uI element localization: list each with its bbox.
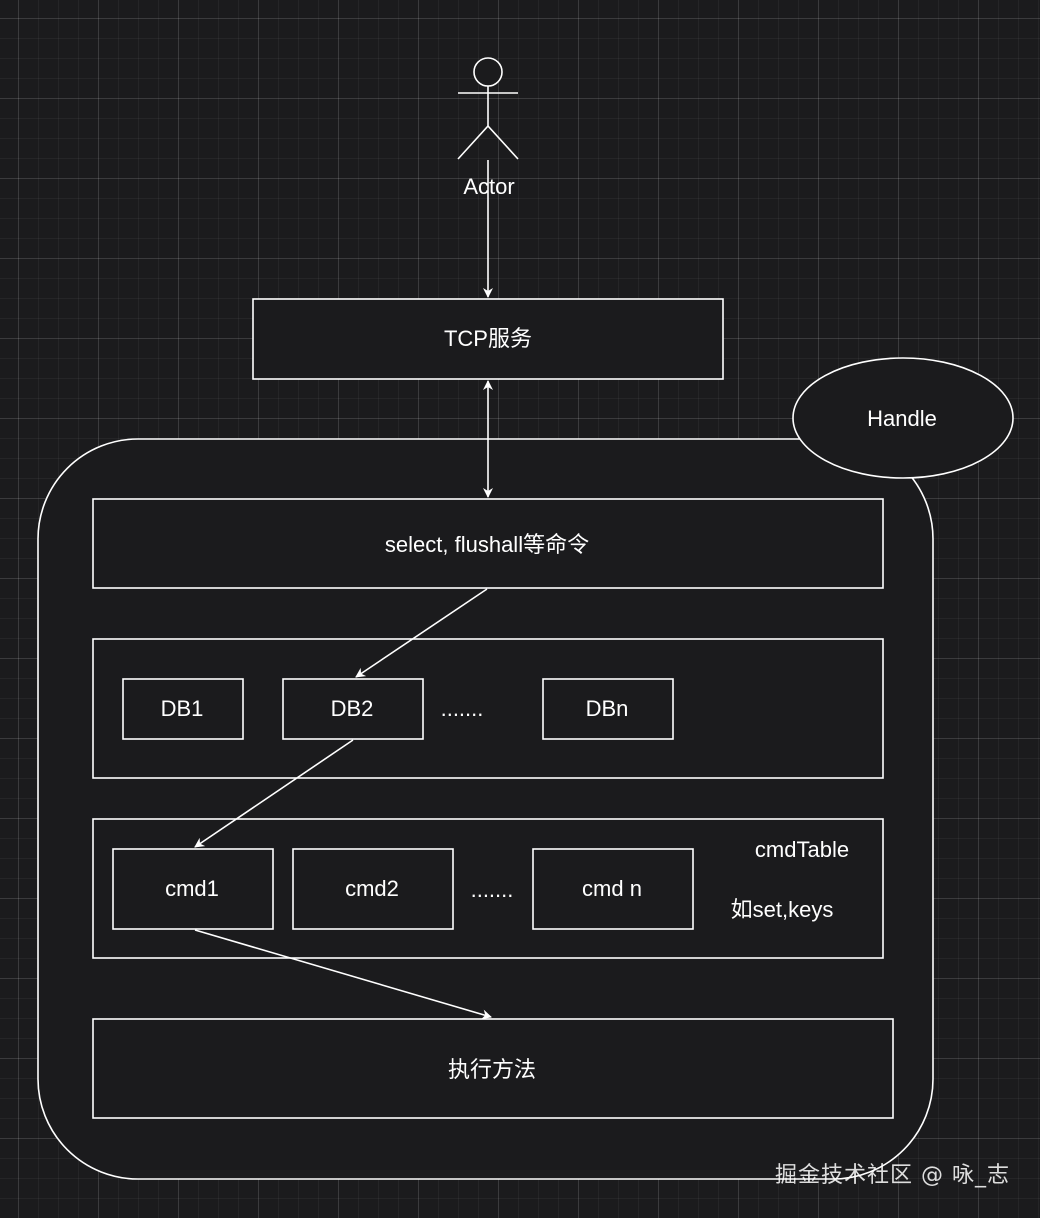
cmd1-execute-edge	[194, 929, 492, 1020]
tcp-service-label: TCP服务	[444, 326, 532, 351]
db2-label: DB2	[331, 696, 374, 721]
cmd-table-title: cmdTable	[755, 837, 849, 862]
handle-ellipse[interactable]	[792, 357, 1014, 479]
actor-label: Actor	[463, 174, 514, 199]
db-ellipsis-label: .......	[441, 696, 484, 721]
handle-label: Handle	[867, 406, 937, 431]
cmd-ellipsis-label: .......	[471, 877, 514, 902]
cmdn-label: cmd n	[582, 876, 642, 901]
dbn-label: DBn	[586, 696, 629, 721]
actor-figure[interactable]	[457, 57, 519, 160]
watermark-text: 掘金技术社区 @ 咏_志	[775, 1163, 1010, 1188]
tcp-service-box[interactable]	[252, 298, 724, 380]
cmd2-label: cmd2	[345, 876, 399, 901]
db1-box[interactable]	[122, 678, 244, 740]
execute-box[interactable]	[92, 1018, 894, 1119]
db1-label: DB1	[161, 696, 204, 721]
cmdn-box[interactable]	[532, 848, 694, 930]
execute-label: 执行方法	[448, 1057, 536, 1082]
command-bar-label: select, flushall等命令	[385, 532, 589, 557]
cmd1-label: cmd1	[165, 876, 219, 901]
dbn-box[interactable]	[542, 678, 674, 740]
command-db2-edge	[355, 588, 488, 678]
db2-box[interactable]	[282, 678, 424, 740]
command-bar-box[interactable]	[92, 498, 884, 589]
cmd2-box[interactable]	[292, 848, 454, 930]
db2-cmd1-edge	[194, 739, 354, 848]
cmd1-box[interactable]	[112, 848, 274, 930]
cmd-table-note: 如set,keys	[731, 897, 834, 922]
